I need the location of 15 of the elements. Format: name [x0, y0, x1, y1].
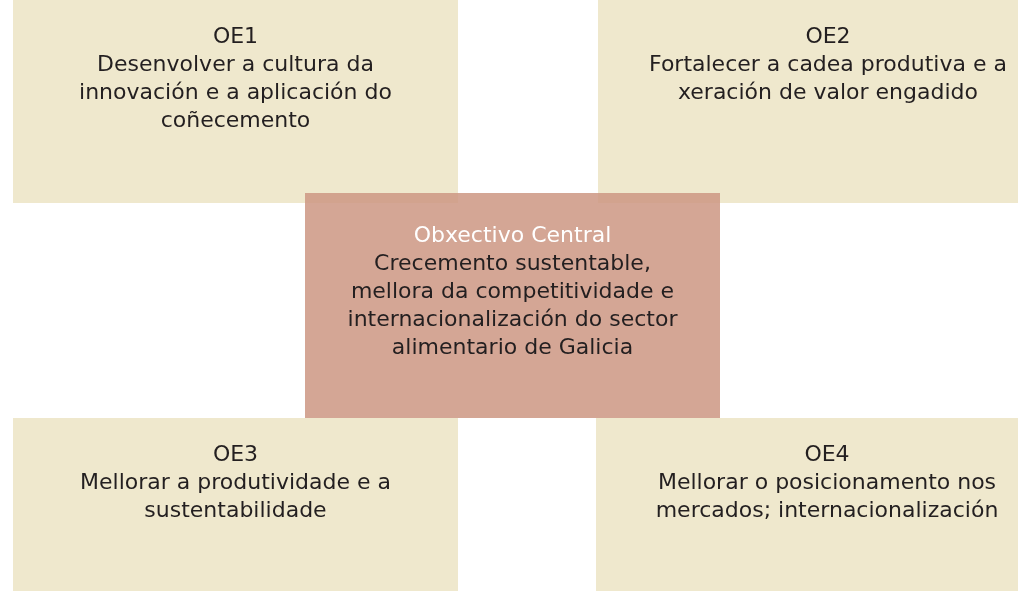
box-heading: OE2 [805, 22, 851, 50]
box-heading: Obxectivo Central [413, 221, 612, 249]
box-text: Crecemento sustentable, mellora da competitividade e internacionalización do sector alimentario de Galicia [346, 249, 679, 361]
box-text: Fortalecer a cadea produtiva e a xeración de valor engadido [648, 50, 1008, 106]
box-text: Desenvolver a cultura da innovación e a aplicación do coñecemento [78, 50, 393, 134]
objective-box [13, 418, 458, 591]
objective-box [13, 0, 458, 203]
box-heading: OE3 [212, 440, 259, 468]
central-objective-box [305, 193, 720, 418]
box-heading: OE1 [212, 22, 259, 50]
objective-box [598, 0, 1018, 203]
box-heading: OE4 [804, 440, 850, 468]
objective-box [596, 418, 1018, 591]
box-text: Mellorar a produtividade e a sustentabilidade [79, 468, 392, 524]
box-text: Mellorar o posicionamento nos mercados; internacionalización [654, 468, 1000, 524]
